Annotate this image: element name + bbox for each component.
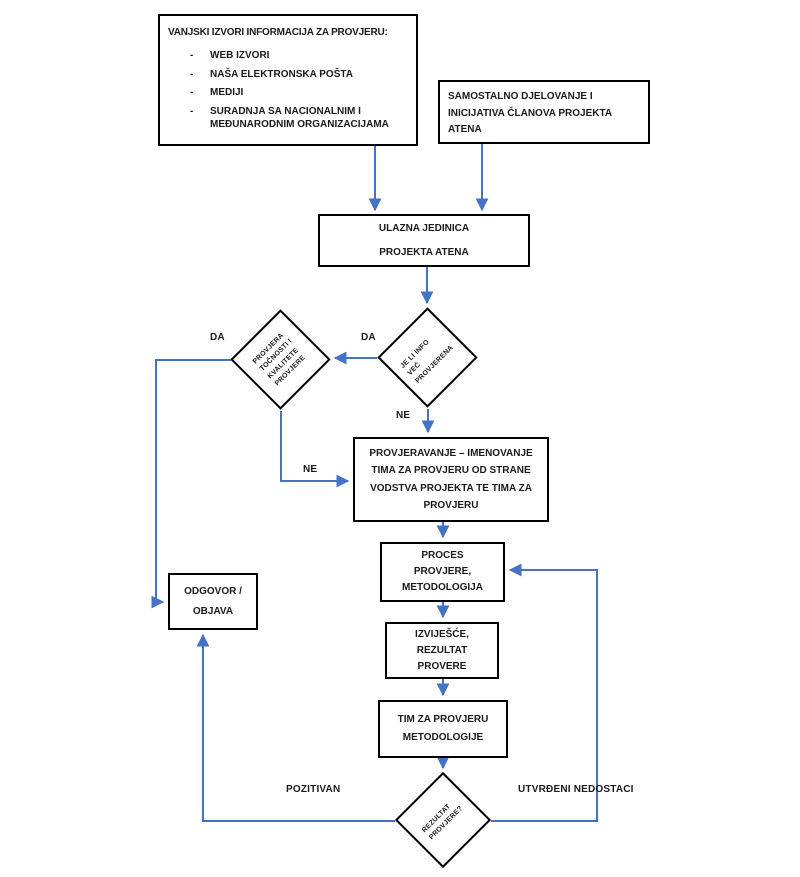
node-tim-za-provjeru: TIM ZA PROVJERU METODOLOGIJE: [378, 700, 508, 758]
text-line: REZULTAT: [416, 644, 468, 656]
connector-provjera-da-to-odgovor: [151, 359, 231, 609]
edge-label-ne-down: NE: [396, 410, 411, 421]
bullet-dash: -: [190, 87, 194, 98]
decision-text: REZULTAT PROVJERE?: [420, 797, 466, 843]
text-line: OBJAVA: [192, 605, 234, 617]
decision-je-li-info-provjerena: JE LI INFO VEĆ PROVJERENA: [377, 307, 478, 408]
text-line: PROCES: [421, 550, 464, 561]
node-vanjski-izvori: VANJSKI IZVORI INFORMACIJA ZA PROVJERU: …: [158, 14, 418, 146]
edge-label-pozitivan: POZITIVAN: [286, 784, 341, 795]
decision-rezultat-provjere: REZULTAT PROVJERE?: [394, 771, 492, 869]
list-item: - MEDIJI: [168, 86, 408, 100]
text-line: IZVIJEŠĆE,: [415, 628, 469, 640]
list-item: - NAŠA ELEKTRONSKA POŠTA: [168, 68, 408, 82]
bullet-dash: -: [190, 50, 194, 61]
text-line: PROVJERE,: [413, 566, 472, 577]
node-proces-provjere: PROCES PROVJERE, METODOLOGIJA: [380, 542, 505, 602]
edge-label-da-left: DA: [210, 332, 225, 343]
list-item-label: MEDIJI: [210, 87, 244, 98]
edge-label-utvrdeni-nedostaci: UTVRĐENI NEDOSTACI: [518, 784, 634, 795]
node-ulazna-jedinica: ULAZNA JEDINICA PROJEKTA ATENA: [318, 214, 530, 267]
node-text: PROVJERAVANJE – IMENOVANJE TIMA ZA PROVJ…: [369, 447, 533, 512]
text-line: METODOLOGIJE: [402, 731, 484, 743]
node-odgovor-objava: ODGOVOR / OBJAVA: [168, 573, 258, 630]
list-item-label: SURADNJA SA NACIONALNIM I MEĐUNARODNIM O…: [210, 105, 389, 131]
decision-text: PROVJERA TOČNOSTI I KVALITETE PROVJERE: [251, 330, 309, 388]
decision-text: JE LI INFO VEĆ PROVJERENA: [399, 329, 456, 386]
list-item: - WEB IZVORI: [168, 49, 408, 63]
list-item: - SURADNJA SA NACIONALNIM I MEĐUNARODNIM…: [168, 105, 408, 132]
node-samostalno-djelovanje: SAMOSTALNO DJELOVANJE I INICIJATIVA ČLAN…: [438, 80, 650, 144]
node-izvijesce-rezultat: IZVIJEŠĆE, REZULTAT PROVERE: [385, 622, 499, 679]
text-line: ULAZNA JEDINICA: [378, 223, 470, 234]
text-line: METODOLOGIJA: [402, 582, 483, 593]
text-line: PROJEKTA ATENA: [379, 246, 469, 258]
node-provjeravanje-imenovanje: PROVJERAVANJE – IMENOVANJE TIMA ZA PROVJ…: [353, 437, 549, 522]
bullet-dash: -: [190, 105, 194, 117]
edge-label-da-right: DA: [361, 332, 376, 343]
text-line: ODGOVOR /: [184, 586, 242, 597]
edge-label-ne-mid: NE: [303, 464, 318, 475]
node-text: SAMOSTALNO DJELOVANJE I INICIJATIVA ČLAN…: [448, 91, 612, 135]
list-item-label: NAŠA ELEKTRONSKA POŠTA: [210, 68, 353, 80]
text-line: TIM ZA PROVJERU: [397, 714, 489, 725]
decision-provjera-tocnosti: PROVJERA TOČNOSTI I KVALITETE PROVJERE: [230, 309, 331, 410]
node-title: VANJSKI IZVORI INFORMACIJA ZA PROVJERU:: [168, 27, 388, 38]
bullet-dash: -: [190, 68, 194, 80]
list-item-label: WEB IZVORI: [210, 50, 270, 61]
text-line: PROVERE: [417, 660, 467, 672]
